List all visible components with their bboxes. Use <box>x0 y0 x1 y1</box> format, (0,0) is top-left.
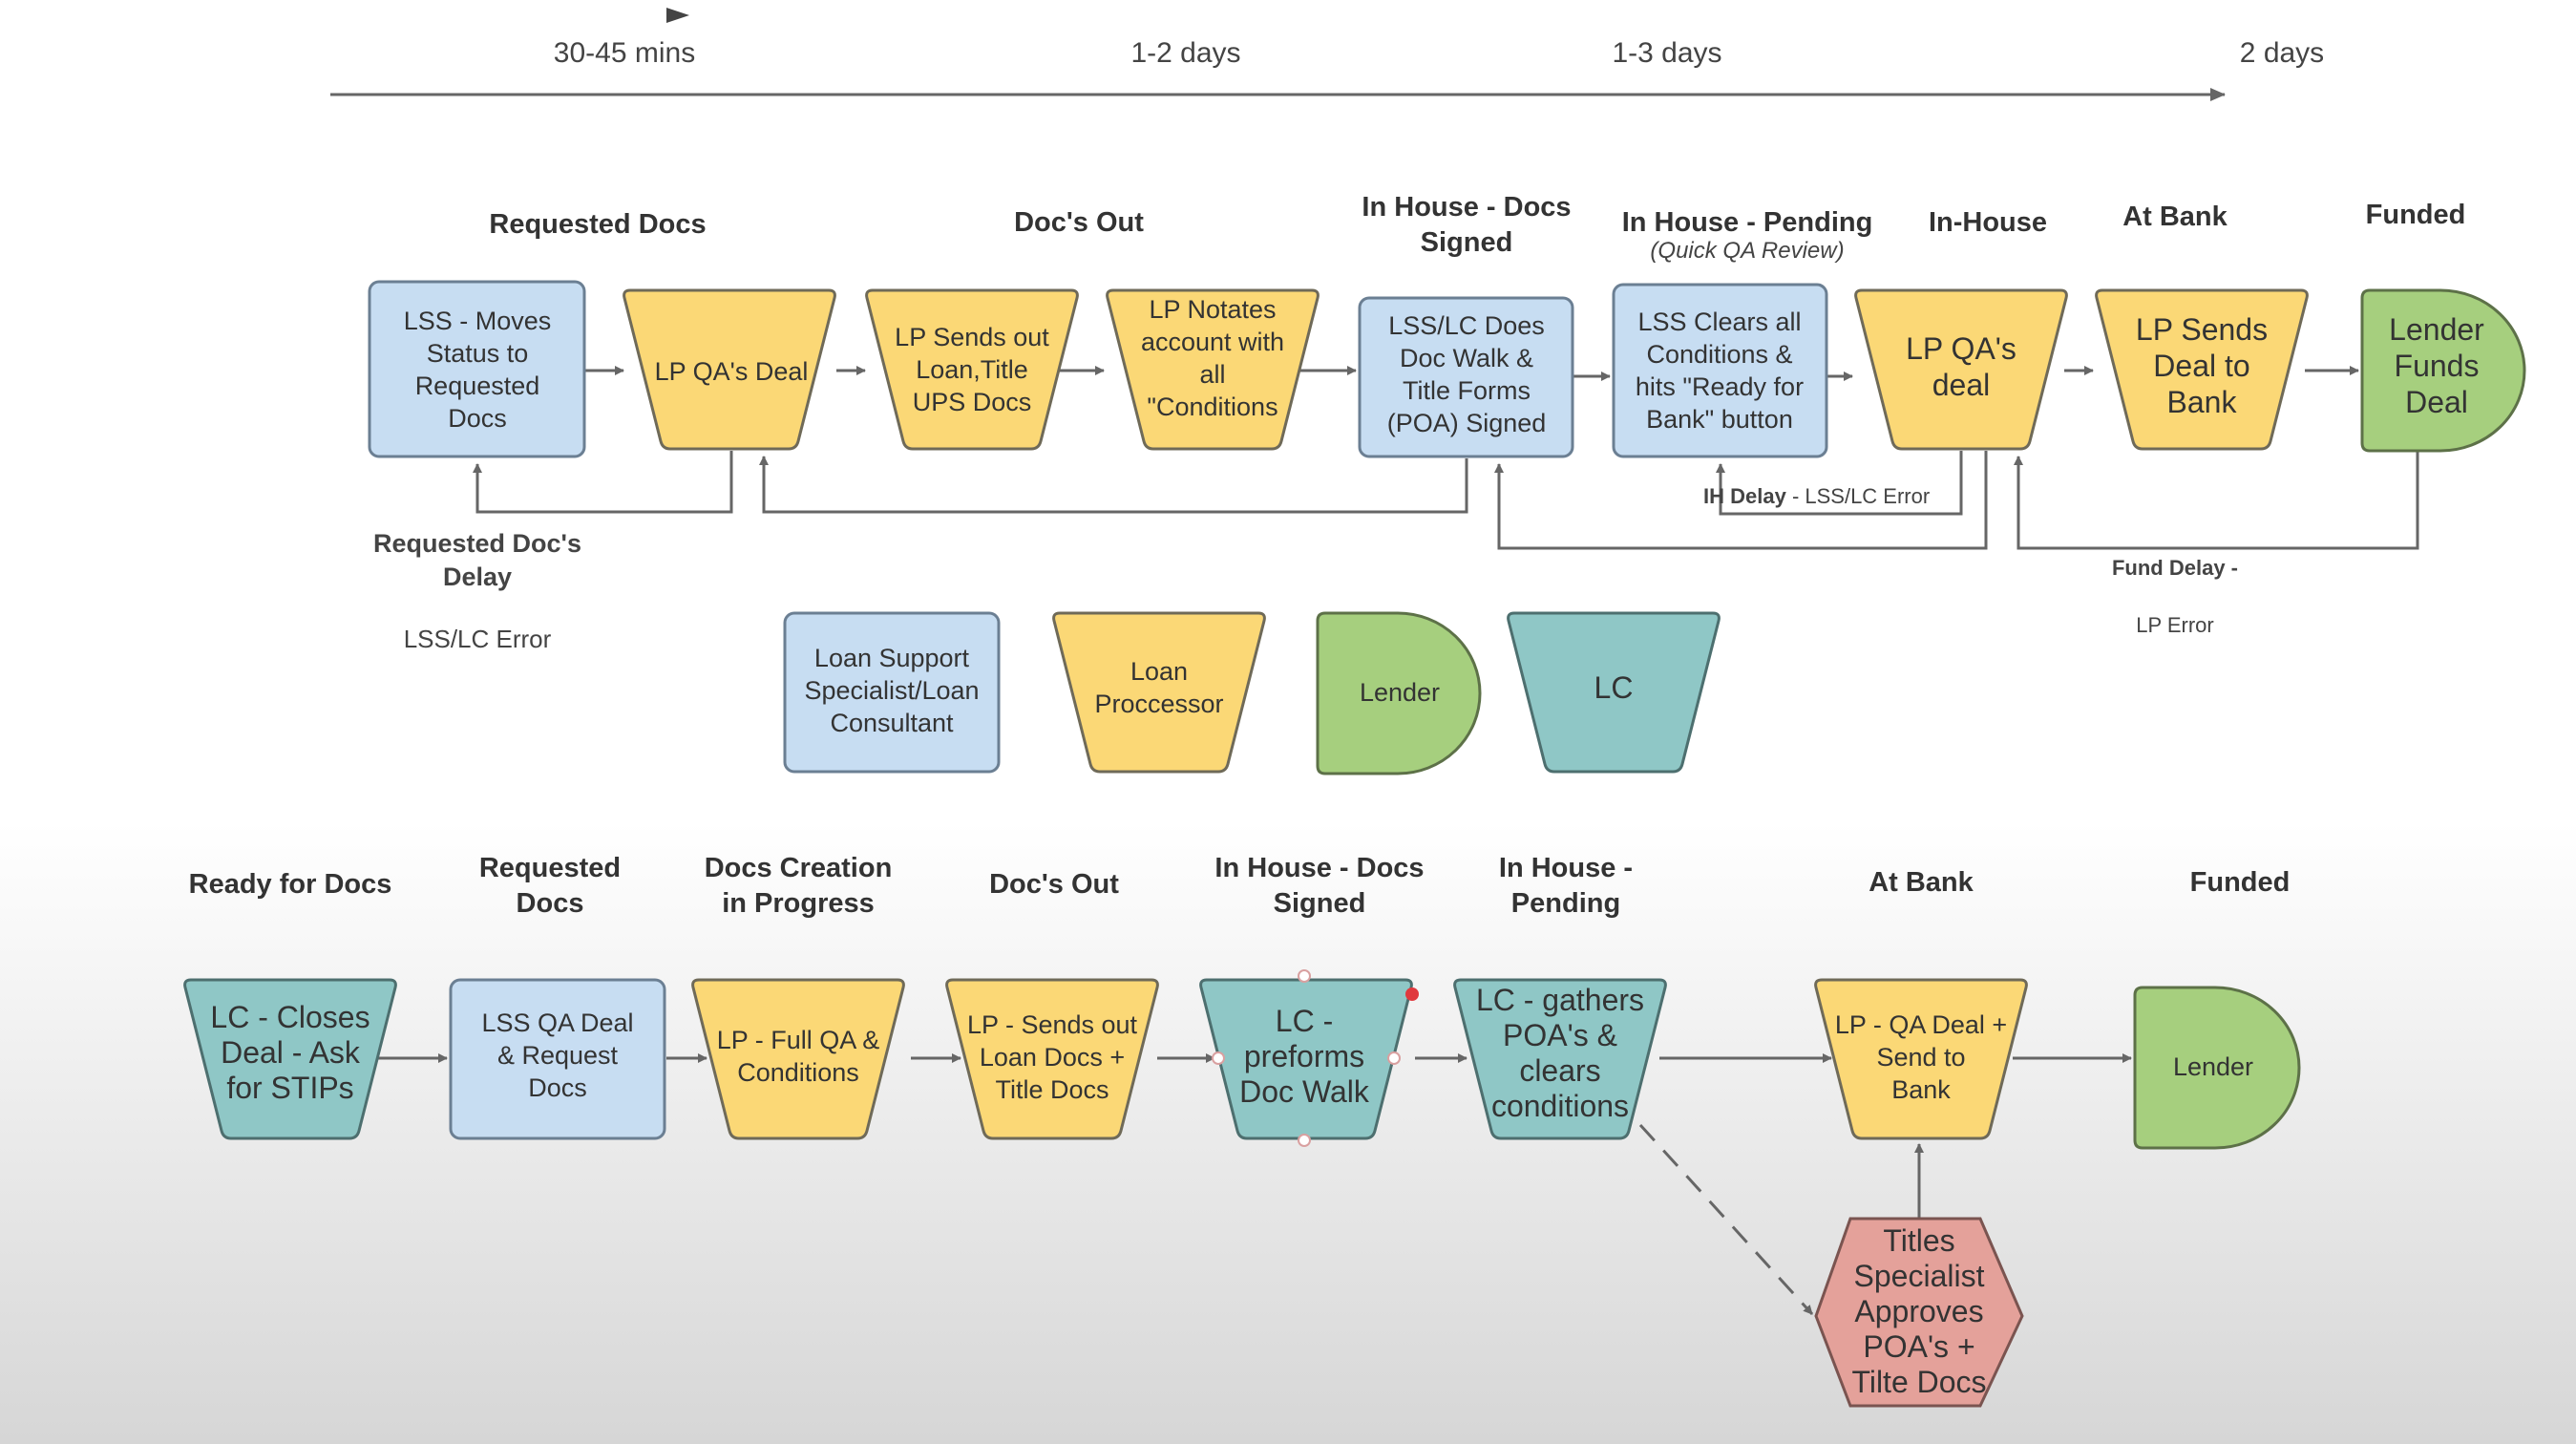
bottom-flow-edges <box>378 1053 2132 1316</box>
stage-header: At Bank <box>1869 867 1974 898</box>
legend-label: LC <box>1594 670 1634 705</box>
timeline-start-flag <box>666 8 689 23</box>
process-node-lp[interactable] <box>691 978 905 1140</box>
process-node-lss[interactable] <box>1612 283 1828 458</box>
stage-header: At Bank <box>2122 202 2228 232</box>
process-node-lss[interactable] <box>449 978 666 1140</box>
stage-subnote: (Quick QA Review) <box>1650 238 1844 264</box>
timeline-label: 30-45 mins <box>554 37 695 69</box>
feedback-loop-requested-delay <box>473 451 733 514</box>
selection-handles <box>1212 969 1419 1147</box>
timeline: 30-45 mins 1-2 days 1-3 days 2 days <box>330 8 2324 101</box>
process-node-lp[interactable] <box>1106 288 1320 451</box>
legend-lss <box>783 611 1001 774</box>
process-node-lp[interactable] <box>1814 978 2028 1140</box>
process-node-lc[interactable] <box>1453 978 1667 1140</box>
feedback-loop-fund-delay <box>2014 451 2419 550</box>
legend-lp <box>1052 611 1266 774</box>
feedback-loop-ih-delay <box>1716 451 1963 516</box>
node-label: LP QA's Deal <box>655 357 809 386</box>
process-node-lss[interactable] <box>368 280 586 458</box>
stage-header: Doc's Out <box>1014 207 1144 238</box>
timeline-label: 2 days <box>2240 37 2324 69</box>
legend-label: Lender <box>1360 678 1440 707</box>
process-node-lc[interactable] <box>183 978 397 1140</box>
timeline-label: 1-2 days <box>1130 37 1240 69</box>
legend-lender <box>1316 611 1482 775</box>
process-node-lender[interactable] <box>2360 288 2526 453</box>
process-node-lender[interactable] <box>2133 986 2301 1150</box>
process-node-lp[interactable] <box>2095 288 2309 451</box>
node-label: LP - Full QA &Conditions <box>717 1026 880 1087</box>
ih-delay-note: IH Delay - LSS/LC Error <box>1703 484 1930 508</box>
stage-header: Requested Docs <box>489 209 706 240</box>
stage-header: Funded <box>2190 867 2291 898</box>
stage-header: Doc's Out <box>989 869 1119 900</box>
process-node-lc[interactable] <box>1199 978 1413 1140</box>
process-node-lp[interactable] <box>865 288 1079 451</box>
error-note: LP Error <box>2136 613 2214 637</box>
stage-header: In House - Pending <box>1622 207 1873 238</box>
stage-header: In-House <box>1929 207 2047 238</box>
dashed-flow-arrow <box>1638 1123 1814 1316</box>
process-node-lp[interactable] <box>623 288 836 451</box>
top-flow-edges <box>473 366 2419 550</box>
process-node-titles-specialist[interactable] <box>1814 1217 2024 1408</box>
process-node-lss[interactable] <box>1358 296 1574 458</box>
legend-lc <box>1507 611 1721 774</box>
error-note: LSS/LC Error <box>404 625 552 653</box>
stage-header: Funded <box>2366 200 2466 230</box>
top-stage-headers: Requested Docs Doc's Out In House - Docs… <box>489 192 2465 264</box>
node-label: Lender <box>2173 1052 2253 1081</box>
process-node-lp[interactable] <box>945 978 1159 1140</box>
feedback-loop-in-house <box>1494 451 1988 550</box>
feedback-loop-docs-signed <box>759 456 1468 514</box>
fund-delay-note: Fund Delay - <box>2112 556 2238 580</box>
timeline-label: 1-3 days <box>1612 37 1721 69</box>
stage-header: In House -Pending <box>1499 853 1633 919</box>
process-node-lp[interactable] <box>1854 288 2068 451</box>
stage-header: Ready for Docs <box>189 869 392 900</box>
